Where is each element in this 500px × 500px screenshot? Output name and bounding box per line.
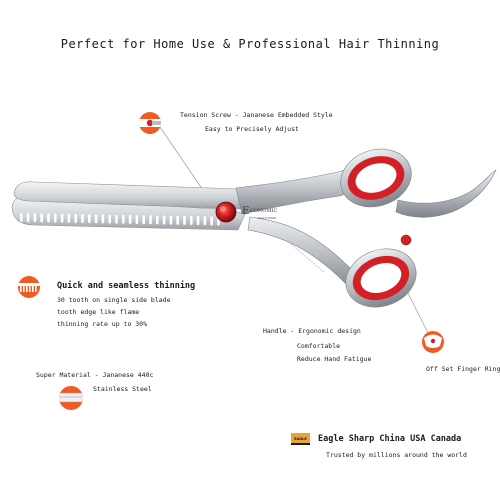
material-title: Super Material - Jananese 440c [36,371,154,379]
tooth-gap [54,213,57,223]
tension-screw-detail: Easy to Precisely Adjust [205,125,299,133]
tooth-gap [156,215,159,225]
tooth-gap [176,215,179,225]
tooth-gap [162,215,166,225]
tooth-gap [196,216,200,226]
tooth-gap [169,215,173,225]
tooth-gap [101,214,105,224]
engraving-subtitle: EAGLE SHARP [258,216,276,220]
thinning-detail-2: tooth edge like flame [57,308,140,316]
tension-screw-title: Tension Screw - Jananese Embedded Style [180,111,333,119]
engraving-initial: E [242,206,249,217]
handle-detail-1: Comfortable [297,342,341,350]
material-detail: Stainless Steel [93,385,152,393]
thinning-blade [11,196,246,231]
tooth-gap [183,215,186,225]
tooth-gap [47,213,50,223]
thinning-detail-1: 30 tooth on single side blade [57,296,171,304]
scissors-image: E CONOMIC EAGLE SHARP [11,148,497,308]
tooth-gap [67,213,71,223]
tension-screw-icon [139,112,161,134]
tooth-gap [20,213,23,222]
tooth-gap [81,214,84,224]
tooth-gap [108,214,111,224]
thinning-teeth-icon [18,276,40,298]
brand-tagline: Trusted by millions around the world [326,451,467,459]
engraving-word: CONOMIC [250,208,277,214]
tooth-gap [115,214,118,224]
finger-ring-label: Off Set Finger Ring [426,365,500,373]
lower-shank [247,216,363,293]
handle-detail-2: Reduce Hand Fatigue [297,355,372,363]
brand-name: Eagle Sharp China USA Canada [318,434,462,444]
thinning-teeth [20,213,220,226]
tooth-gap [142,215,145,225]
finger-rest-knob [400,234,412,246]
tooth-gap [135,215,139,224]
pivot-screw [215,201,237,223]
material-blade-icon [59,386,83,410]
tooth-gap [122,214,125,224]
tooth-gap [26,213,30,223]
thinning-detail-3: thinning rate up to 30% [57,320,148,328]
tooth-gap [128,214,132,224]
finger-ring-icon [422,331,444,353]
tooth-gap [40,213,43,223]
page-headline: Perfect for Home Use & Professional Hair… [60,37,440,51]
handle-title: Handle - Ergonomic design [263,327,361,335]
thinning-title: Quick and seamless thinning [57,281,196,291]
tooth-gap [88,214,91,224]
tooth-gap [74,214,77,223]
tooth-gap [94,214,98,224]
tooth-gap [190,216,193,225]
brand-logo-text: EAGLE [294,437,307,441]
upper-finger-ring [340,148,412,208]
tooth-gap [149,215,152,225]
tooth-gap [203,216,207,226]
brand-logo: EAGLE [291,433,310,445]
tooth-gap [210,216,213,226]
finger-tang [395,169,497,218]
tooth-gap [60,213,64,223]
tooth-gap [33,213,37,223]
lower-finger-ring [345,248,417,308]
